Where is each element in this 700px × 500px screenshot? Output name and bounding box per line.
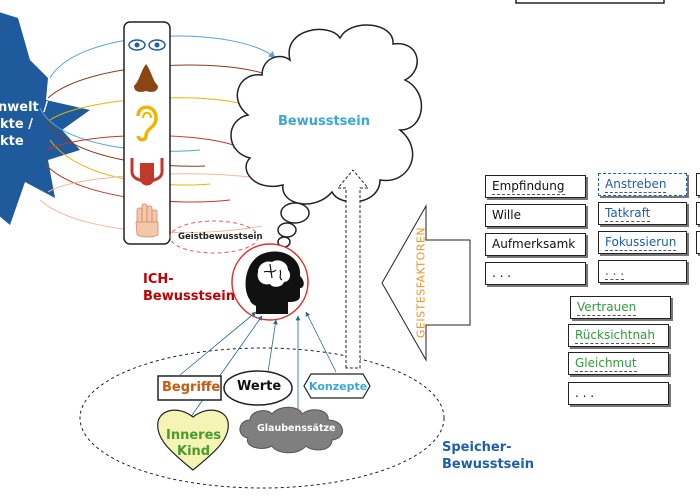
arc-eyes-back — [39, 107, 201, 152]
factor-empfindung: Empfindung — [485, 175, 586, 198]
inneres-kind-heart — [157, 409, 229, 471]
factor-more-2: . . . — [598, 260, 687, 283]
umwelt-star — [0, 12, 90, 225]
arrow-begriffe-ich — [179, 311, 257, 376]
factor-vertrauen: Vertrauen — [570, 296, 671, 319]
factor-anstreben: Anstreben — [598, 173, 687, 196]
hand-icon — [135, 203, 159, 238]
geistesfaktoren-arrow — [381, 204, 471, 362]
factor-partial-1 — [696, 173, 700, 196]
inneres-kind-label-2: Kind — [177, 444, 211, 459]
arrow-konzepte-ich — [305, 311, 337, 373]
geistbewusstsein-ellipse — [169, 220, 259, 254]
ich-label-1: ICH- — [143, 272, 174, 287]
begriffe-box — [157, 375, 222, 401]
arrow-kind-ich — [189, 315, 263, 419]
konzepte-label: Konzepte — [309, 380, 368, 393]
konzepte-hexagon — [303, 373, 371, 399]
glaubenssaetze-label: Glaubenssätze — [257, 423, 336, 434]
factor-partial-2 — [696, 202, 700, 225]
bewusstsein-label: Bewusstsein — [278, 114, 370, 129]
geistesfaktoren-label: GEISTESFAKTOREN — [414, 226, 428, 339]
factor-aufmerksamkeit: Aufmerksamk — [485, 233, 586, 256]
thought-bubble-2 — [277, 222, 297, 238]
factor-partial-3 — [696, 231, 700, 254]
factor-gleichmut: Gleichmut — [568, 352, 669, 375]
factor-tatkraft: Tatkraft — [598, 202, 687, 225]
tongue-icon — [130, 158, 164, 186]
ear-icon — [136, 105, 158, 142]
bewusstsein-cloud — [230, 24, 422, 205]
nose-icon — [134, 64, 158, 92]
speicher-label-1: Speicher- — [442, 440, 512, 455]
arc-nose-back — [45, 119, 206, 167]
brain-head-icon — [245, 251, 304, 314]
werte-ellipse — [223, 370, 293, 406]
umwelt-label-3: kte — [0, 134, 24, 149]
factor-more-1: . . . — [485, 262, 586, 285]
eyes-icon — [128, 39, 166, 51]
top-box-partial — [515, 0, 665, 4]
factor-more-3: . . . — [568, 382, 669, 405]
umwelt-label-1: nwelt / — [0, 100, 49, 115]
upward-hollow-arrow — [336, 169, 370, 369]
inneres-kind-label-1: Inneres — [166, 428, 222, 443]
glaubenssaetze-cloud — [239, 406, 343, 454]
speicher-label-2: Bewusstsein — [442, 457, 534, 472]
begriffe-label: Begriffe — [162, 380, 221, 395]
thought-bubble-1 — [280, 202, 310, 224]
factor-wille: Wille — [485, 204, 586, 227]
arrow-werte-ich — [267, 319, 278, 373]
umwelt-label-2: kte / — [0, 117, 33, 132]
factor-fokussierung: Fokussierun — [598, 231, 687, 254]
factor-ruecksichtnahme: Rücksichtnah — [568, 324, 669, 347]
geistbewusstsein-label: Geistbewusstsein — [178, 232, 263, 242]
werte-label: Werte — [237, 379, 282, 394]
speicher-ellipse — [79, 347, 445, 489]
ich-label-2: Bewusstsein — [143, 289, 235, 304]
